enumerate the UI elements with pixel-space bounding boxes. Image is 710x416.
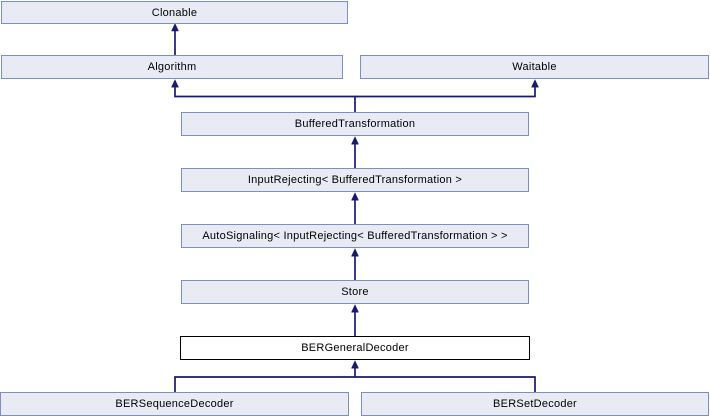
class-node-bersetdecoder[interactable]: BERSetDecoder bbox=[361, 392, 709, 416]
edge-bersetdecoder-bergeneraldecoder bbox=[355, 376, 536, 392]
class-node-algorithm[interactable]: Algorithm bbox=[1, 55, 343, 79]
class-node-inputrejecting[interactable]: InputRejecting< BufferedTransformation > bbox=[181, 168, 529, 192]
edge-bufferedtransformation-algorithm bbox=[174, 85, 356, 112]
edge-bufferedtransformation-waitable bbox=[355, 85, 536, 98]
class-node-waitable[interactable]: Waitable bbox=[360, 55, 709, 79]
edge-arrowhead bbox=[351, 192, 359, 201]
edge-arrowhead bbox=[351, 136, 359, 145]
edge-arrowhead bbox=[171, 79, 179, 88]
class-node-bersequencedecoder[interactable]: BERSequenceDecoder bbox=[0, 392, 349, 416]
edge-arrowhead bbox=[351, 304, 359, 313]
class-node-autosignaling[interactable]: AutoSignaling< InputRejecting< BufferedT… bbox=[181, 224, 529, 248]
edge-arrowhead bbox=[171, 22, 179, 32]
edge-arrowhead bbox=[351, 248, 359, 257]
edge-bersequencedecoder-bergeneraldecoder bbox=[174, 366, 356, 392]
class-node-bufferedtransformation[interactable]: BufferedTransformation bbox=[181, 112, 529, 136]
class-node-store[interactable]: Store bbox=[181, 280, 529, 304]
class-node-clonable[interactable]: Clonable bbox=[1, 1, 348, 24]
edge-arrowhead bbox=[531, 79, 539, 88]
class-node-bergeneraldecoder-current: BERGeneralDecoder bbox=[180, 336, 530, 360]
edge-arrowhead bbox=[351, 360, 359, 369]
